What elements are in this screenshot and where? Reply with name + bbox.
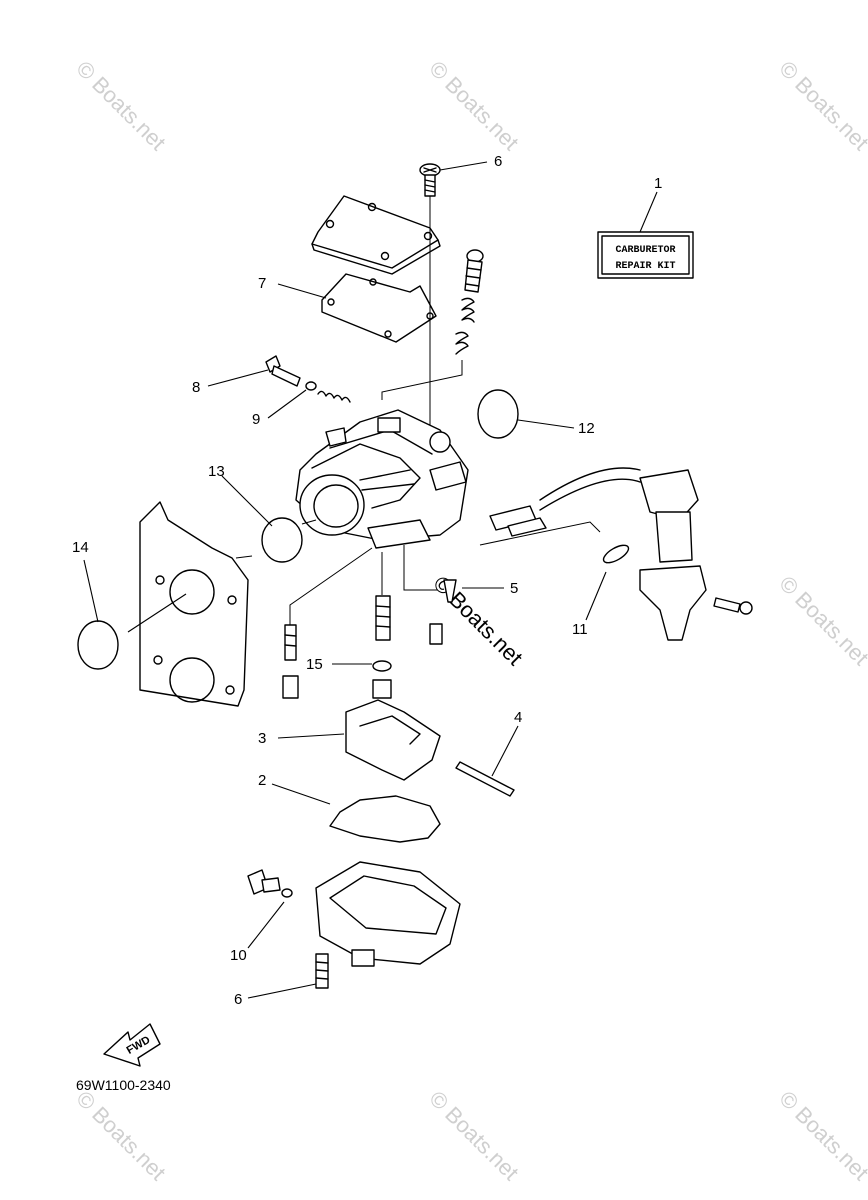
watermark: © Boats.net — [424, 56, 523, 155]
callout-4: 4 — [514, 709, 522, 726]
callout-3: 3 — [258, 730, 266, 747]
callout-12: 12 — [578, 420, 595, 437]
repair-kit-label: CARBURETOR REPAIR KIT — [597, 231, 694, 279]
jets-and-needle — [282, 545, 457, 699]
watermark: © Boats.net — [71, 1086, 170, 1185]
watermark: © Boats.net — [774, 56, 868, 155]
callout-9: 9 — [252, 411, 260, 428]
callout-6-top: 6 — [494, 153, 502, 170]
callout-15: 15 — [306, 656, 323, 673]
watermark: © Boats.net — [71, 56, 170, 155]
callout-10: 10 — [230, 947, 247, 964]
part-number: 69W1100-2340 — [76, 1077, 171, 1093]
callout-5: 5 — [510, 580, 518, 597]
leader-lines — [83, 161, 658, 999]
callout-2: 2 — [258, 772, 266, 789]
float-bowl — [247, 861, 461, 989]
o-ring-12 — [477, 389, 519, 439]
watermark: © Boats.net — [774, 1086, 868, 1185]
callout-7: 7 — [258, 275, 266, 292]
callouts: 1 3 4 5 6 6 7 8 9 10 11 12 13 14 15 2 — [72, 153, 662, 1008]
carburetor-body — [295, 409, 469, 549]
solenoid-assembly — [479, 467, 753, 641]
fwd-arrow-icon: FWD — [103, 1023, 161, 1067]
float-pin — [455, 761, 515, 797]
callout-14: 14 — [72, 539, 89, 556]
callout-6-bottom: 6 — [234, 991, 242, 1008]
o-ring-13 — [261, 517, 303, 563]
watermark: © Boats.net — [774, 571, 868, 670]
pilot-screw — [265, 355, 351, 403]
top-screw — [419, 163, 441, 197]
gasket-7 — [321, 273, 437, 343]
float — [345, 699, 441, 781]
idle-screw-assembly — [381, 249, 484, 400]
callout-13: 13 — [208, 463, 225, 480]
float-bowl-gasket — [329, 795, 441, 843]
callout-8: 8 — [192, 379, 200, 396]
callout-1: 1 — [654, 175, 662, 192]
gasket-14 — [77, 501, 249, 707]
top-cover — [311, 195, 441, 275]
callout-11: 11 — [572, 621, 588, 638]
kit-label-line2: REPAIR KIT — [615, 261, 675, 272]
kit-label-line1: CARBURETOR — [615, 245, 675, 256]
watermark: © Boats.net — [424, 1086, 523, 1185]
